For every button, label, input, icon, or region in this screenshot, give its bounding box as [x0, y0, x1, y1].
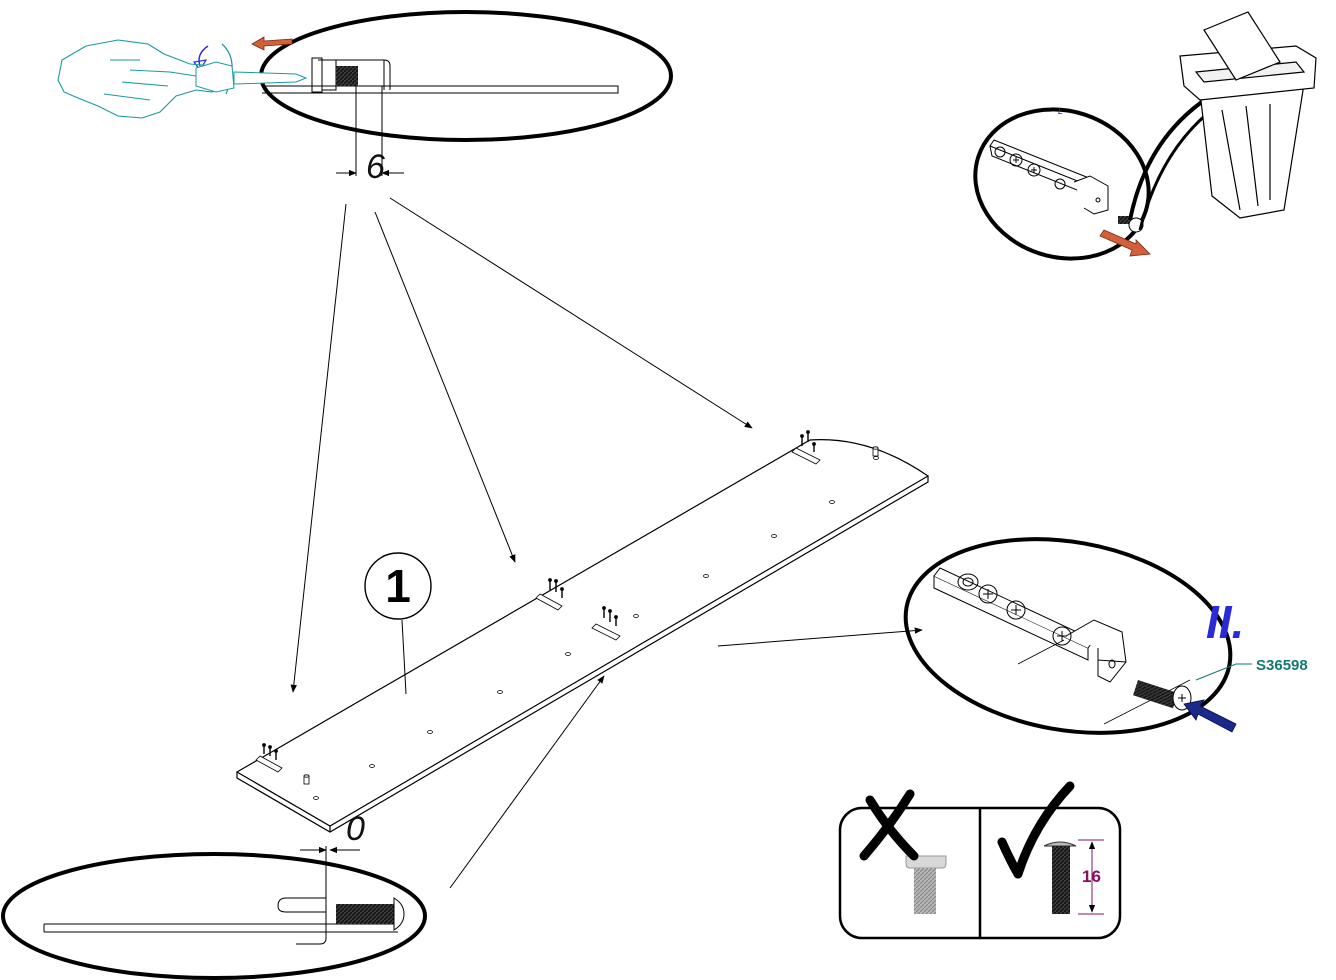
insert-arrow-icon — [1183, 699, 1237, 733]
small-label: L — [1058, 106, 1063, 116]
detail-top-right: L — [973, 11, 1317, 261]
cross-mark-icon — [859, 789, 919, 861]
step-number-callout: 1 — [364, 552, 432, 695]
board-panel — [235, 430, 930, 833]
bracket-4 — [791, 430, 821, 465]
screw-thread — [336, 66, 358, 86]
part-code: S36598 — [1256, 657, 1308, 674]
dimension-top-label: 6 — [366, 148, 385, 186]
dimension-bottom-label: 0 — [346, 810, 365, 848]
bracket-1 — [255, 743, 283, 773]
bracket-2 — [535, 578, 564, 611]
screw-comparison-panel: 16 — [838, 781, 1122, 940]
step-number: 1 — [385, 560, 411, 612]
screw-thread — [336, 904, 394, 924]
screw-length-label: 16 — [1082, 867, 1101, 886]
right-screw — [1043, 841, 1077, 914]
detail-top-left: 6 — [57, 10, 673, 186]
hand-icon — [57, 39, 223, 119]
removal-arrow-icon — [1099, 229, 1151, 257]
detail-roman-label: II. — [1206, 596, 1244, 648]
leader-arrows — [290, 197, 923, 889]
check-mark-icon — [997, 781, 1075, 879]
removal-arrow-icon — [251, 36, 293, 51]
detail-bottom-left: 0 — [1, 810, 427, 980]
detail-right: II. S36598 — [903, 537, 1308, 735]
bracket-3 — [591, 606, 621, 641]
waste-bin-icon — [1179, 11, 1317, 219]
